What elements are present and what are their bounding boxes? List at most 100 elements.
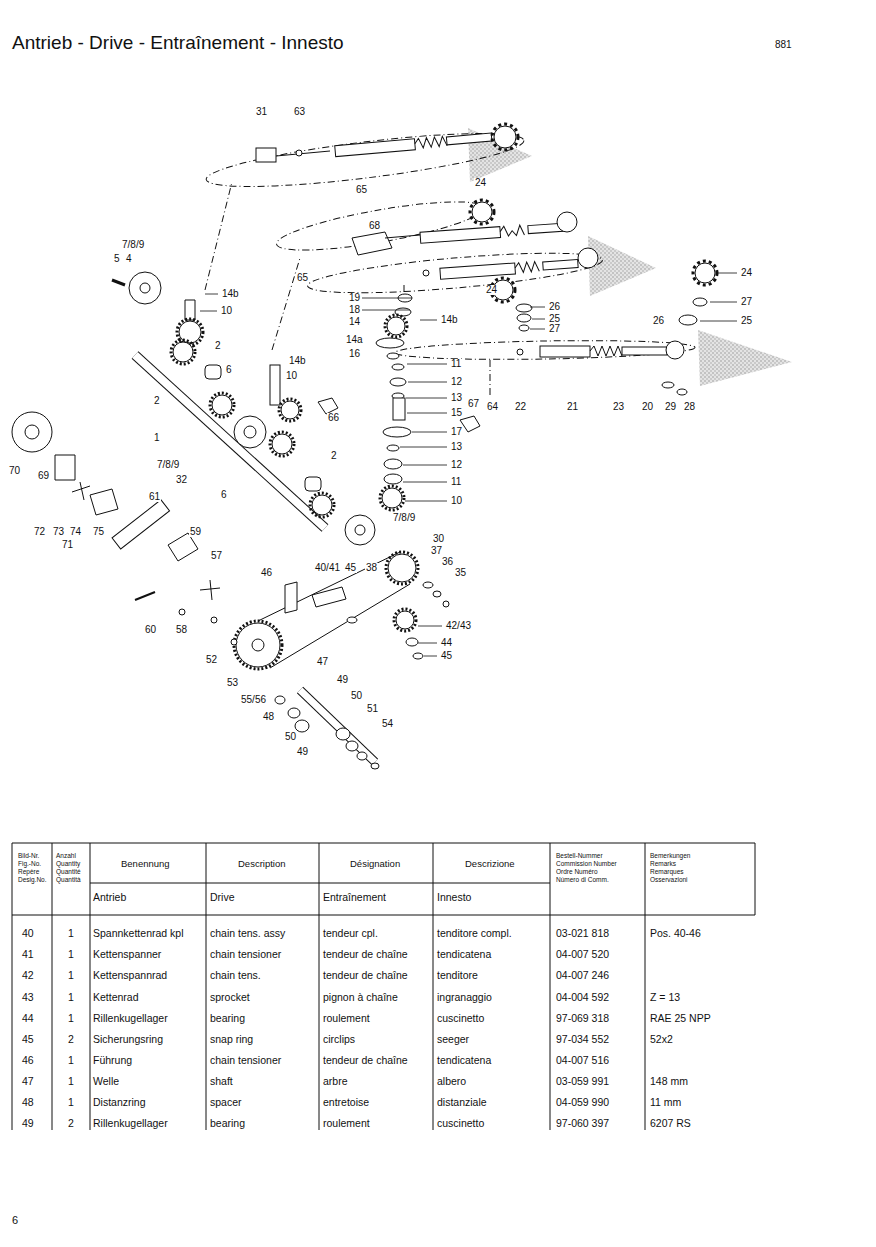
callout-number: 54	[381, 719, 394, 729]
callout-number: 12	[450, 377, 463, 387]
table-header: Quantità	[56, 877, 81, 884]
callout-number: 71	[61, 540, 74, 550]
table-cell: circlips	[323, 1034, 355, 1045]
table-header: Remarques	[650, 869, 684, 876]
callout-number: 50	[284, 732, 297, 742]
table-header: Remarks	[650, 861, 676, 868]
table-cell: distanziale	[437, 1097, 487, 1108]
table-cell: 45	[22, 1034, 34, 1045]
callout-number: 45	[440, 651, 453, 661]
callout-number: 10	[285, 371, 298, 381]
callout-number: 69	[37, 471, 50, 481]
table-header: Antrieb	[93, 892, 126, 903]
callout-number: 10	[220, 306, 233, 316]
callout-number: 49	[336, 675, 349, 685]
table-header: Quantity	[56, 861, 80, 868]
table-cell: 03-059 991	[556, 1076, 609, 1087]
callout-number: 75	[92, 527, 105, 537]
table-cell: 1	[68, 1097, 74, 1108]
table-header: Quantité	[56, 869, 81, 876]
table-header: Bild-Nr.	[18, 853, 39, 860]
callout-number: 74	[69, 527, 82, 537]
callout-number: 6	[220, 490, 228, 500]
table-header: Bestell-Nummer	[556, 853, 603, 860]
callout-number: 36	[441, 557, 454, 567]
callout-number: 70	[8, 466, 21, 476]
table-cell: 1	[68, 928, 74, 939]
callout-number: 49	[296, 747, 309, 757]
callout-number: 40/41	[314, 563, 341, 573]
callout-number: 55/56	[240, 695, 267, 705]
table-cell: 1	[68, 1055, 74, 1066]
callout-number: 42/43	[445, 621, 472, 631]
table-cell: 04-007 516	[556, 1055, 609, 1066]
callout-number: 63	[293, 107, 306, 117]
callout-number: 24	[485, 285, 498, 295]
table-cell: tenditore compl.	[437, 928, 512, 939]
table-header: Número di Comm.	[556, 877, 609, 884]
callout-number: 2	[214, 341, 222, 351]
callout-number: 60	[144, 625, 157, 635]
table-header: Benennung	[121, 859, 170, 869]
callout-number: 59	[189, 527, 202, 537]
callout-number: 65	[296, 273, 309, 283]
callout-number: 14a	[345, 335, 364, 345]
table-cell: Distanzring	[93, 1097, 146, 1108]
table-cell: 40	[22, 928, 34, 939]
table-cell: roulement	[323, 1013, 370, 1024]
table-cell: chain tens.	[210, 970, 261, 981]
table-cell: Kettenrad	[93, 992, 139, 1003]
callout-number: 47	[316, 657, 329, 667]
table-cell: 1	[68, 1013, 74, 1024]
callout-number: 4	[125, 254, 133, 264]
callout-number: 45	[344, 563, 357, 573]
callout-number: 13	[450, 393, 463, 403]
table-cell: 6207 RS	[650, 1118, 691, 1129]
callout-number: 27	[740, 297, 753, 307]
callout-number: 19	[348, 293, 361, 303]
callout-number: 73	[52, 527, 65, 537]
callout-number: 24	[740, 268, 753, 278]
callout-number: 22	[514, 402, 527, 412]
table-header: Repère	[18, 869, 39, 876]
table-header: Drive	[210, 892, 235, 903]
table-cell: 41	[22, 949, 34, 960]
callout-number: 16	[348, 349, 361, 359]
table-cell: tenditore	[437, 970, 478, 981]
table-header: Ordre Numéro	[556, 869, 598, 876]
table-cell: 04-007 520	[556, 949, 609, 960]
callout-number: 44	[440, 638, 453, 648]
table-header: Fig.-No.	[18, 861, 41, 868]
callout-number: 7/8/9	[121, 240, 145, 250]
table-cell: pignon à chaîne	[323, 992, 398, 1003]
callout-number: 28	[683, 402, 696, 412]
table-cell: sprocket	[210, 992, 250, 1003]
table-cell: 04-059 990	[556, 1097, 609, 1108]
callout-number: 35	[454, 568, 467, 578]
table-cell: 04-004 592	[556, 992, 609, 1003]
table-cell: 1	[68, 949, 74, 960]
table-cell: seeger	[437, 1034, 469, 1045]
table-cell: 2	[68, 1034, 74, 1045]
table-cell: 04-007 246	[556, 970, 609, 981]
callout-number: 72	[33, 527, 46, 537]
callout-number: 48	[262, 712, 275, 722]
callout-number: 5	[113, 254, 121, 264]
callout-number: 11	[450, 477, 462, 487]
callout-number: 12	[450, 460, 463, 470]
callout-number: 25	[548, 314, 561, 324]
table-header: Descrizione	[465, 859, 515, 869]
callout-number: 27	[548, 324, 561, 334]
table-cell: 148 mm	[650, 1076, 688, 1087]
callout-number: 6	[225, 365, 233, 375]
table-cell: 44	[22, 1013, 34, 1024]
table-cell: RAE 25 NPP	[650, 1013, 711, 1024]
callout-number: 31	[255, 107, 268, 117]
table-cell: 48	[22, 1097, 34, 1108]
callout-number: 46	[260, 568, 273, 578]
callout-number: 7/8/9	[156, 460, 180, 470]
callout-number: 37	[430, 546, 443, 556]
table-header: Innesto	[437, 892, 471, 903]
table-cell: 97-069 318	[556, 1013, 609, 1024]
